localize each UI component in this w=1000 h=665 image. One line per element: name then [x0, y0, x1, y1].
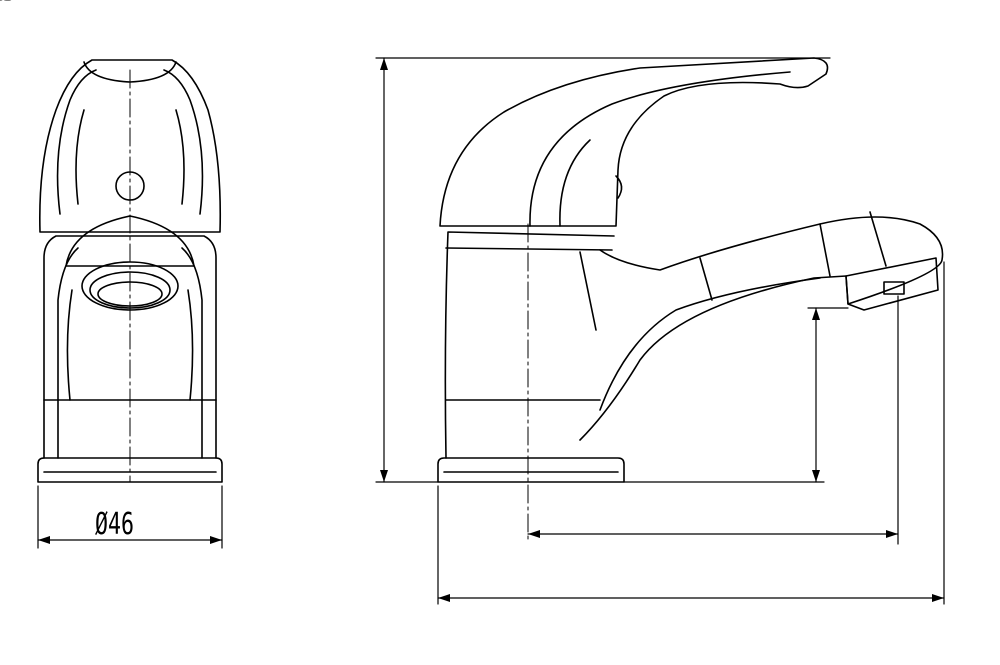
height-label: 107	[0, 0, 27, 8]
side-lever-ridge-2	[559, 139, 591, 227]
side-spout-edge	[599, 277, 821, 411]
side-aerator-tip	[883, 281, 905, 295]
front-lever-inner-left-2	[75, 109, 85, 205]
diameter-label: Ø46	[95, 508, 134, 542]
front-body-inner-right-2	[187, 289, 194, 401]
spout-reach-dimension: 93	[0, 0, 899, 545]
front-view	[37, 59, 223, 483]
overall-length-label: 127	[0, 0, 27, 8]
side-lever	[439, 57, 829, 227]
side-spout-aerator	[845, 257, 939, 311]
spout-height-dimension: 45	[0, 0, 849, 483]
front-body-inner-left-2	[66, 289, 73, 401]
spout-height-label: 45	[0, 0, 18, 8]
side-lever-ridge	[529, 71, 791, 227]
side-body-band	[445, 247, 613, 251]
front-lever-inner-right	[163, 69, 204, 215]
front-lever-head	[39, 59, 222, 233]
spout-reach-label: 93	[0, 0, 18, 8]
side-spout-segment-1	[819, 223, 831, 277]
side-spout-segment-3	[699, 257, 713, 301]
height-dimension: 107	[0, 0, 831, 483]
front-body-inner-right	[181, 247, 203, 459]
side-body	[444, 231, 615, 459]
front-body	[43, 235, 217, 459]
side-view	[437, 57, 944, 541]
side-spout	[579, 216, 944, 441]
diameter-dimension: Ø46	[37, 485, 223, 549]
front-lever-inner-left	[56, 69, 97, 215]
side-spout-segment-4	[579, 251, 597, 331]
front-lever-inner-right-2	[175, 109, 185, 205]
front-body-inner-left	[57, 247, 79, 459]
side-lever-pivot	[615, 175, 623, 199]
side-spout-segment-2	[869, 211, 887, 267]
side-base-plate	[437, 457, 625, 483]
overall-length-dimension: 127	[0, 0, 945, 605]
